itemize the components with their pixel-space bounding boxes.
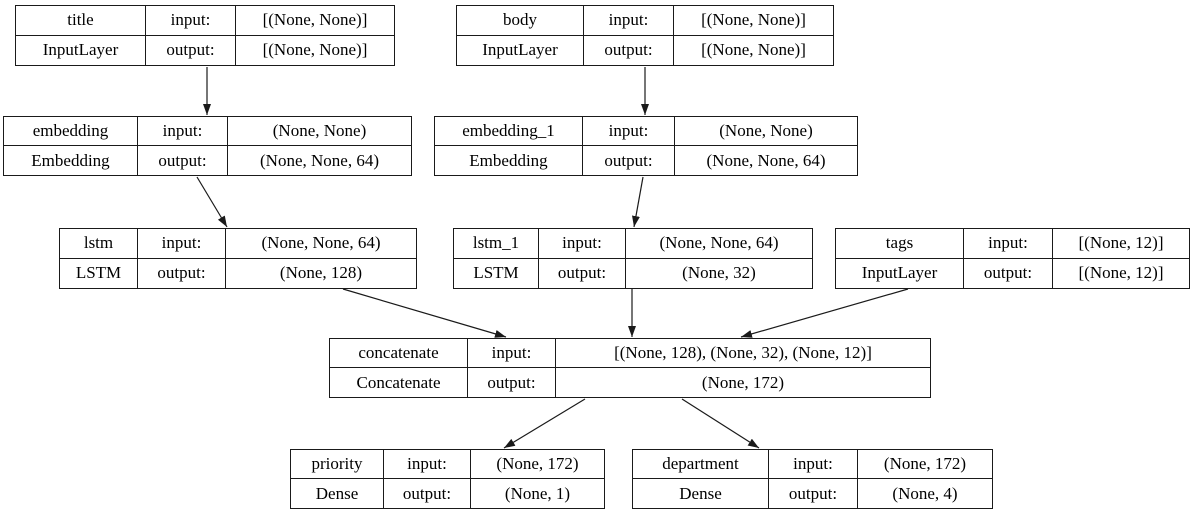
layer-type: LSTM — [60, 258, 138, 288]
layer-type: Embedding — [4, 146, 138, 175]
input-label: input: — [539, 229, 626, 259]
input-shape: (None, None, 64) — [626, 229, 812, 259]
node-title: title input: [(None, None)] InputLayer o… — [15, 5, 395, 66]
layer-type: LSTM — [454, 258, 539, 288]
layer-type: Concatenate — [330, 368, 468, 397]
output-shape: (None, 128) — [279, 263, 363, 283]
input-shape: [(None, 12)] — [1053, 229, 1189, 259]
output-label: output: — [769, 479, 858, 508]
input-shape: (None, None) — [228, 117, 411, 146]
input-label: input: — [138, 117, 228, 146]
output-label: output: — [146, 35, 236, 65]
edge-embedding-lstm — [196, 176, 228, 228]
layer-name: embedding_1 — [435, 117, 583, 146]
node-lstm_1: lstm_1 input: (None, None, 64) LSTM outp… — [453, 228, 813, 289]
output-label: output: — [583, 146, 675, 175]
output-shape: (None, 4) — [892, 483, 958, 503]
output-label: output: — [468, 368, 556, 397]
layer-name: priority — [291, 450, 384, 479]
output-label: output: — [384, 479, 471, 508]
node-concatenate: concatenate input: [(None, 128), (None, … — [329, 338, 931, 398]
layer-name: embedding — [4, 117, 138, 146]
layer-name: title — [16, 6, 146, 36]
node-lstm: lstm input: (None, None, 64) LSTM output… — [59, 228, 417, 289]
input-label: input: — [583, 117, 675, 146]
layer-name: lstm — [60, 229, 138, 259]
output-label: output: — [964, 258, 1053, 288]
edge-concatenate-department — [681, 398, 760, 449]
output-label: output: — [539, 258, 626, 288]
output-label: output: — [584, 35, 674, 65]
output-label: output: — [138, 258, 226, 288]
layer-name: lstm_1 — [454, 229, 539, 259]
output-shape: (None, None, 64) — [260, 150, 379, 170]
edge-lstm-concatenate — [342, 288, 507, 338]
output-label: output: — [138, 146, 228, 175]
node-tags: tags input: [(None, 12)] InputLayer outp… — [835, 228, 1190, 289]
output-shape: (None, 1) — [504, 483, 571, 503]
output-shape: [(None, None)] — [701, 40, 806, 60]
input-label: input: — [384, 450, 471, 479]
output-shape: [(None, None)] — [262, 40, 368, 60]
node-department: department input: (None, 172) Dense outp… — [632, 449, 993, 509]
input-label: input: — [769, 450, 858, 479]
layer-type: InputLayer — [457, 35, 584, 65]
input-shape: (None, None) — [675, 117, 857, 146]
input-label: input: — [964, 229, 1053, 259]
layer-type: Embedding — [435, 146, 583, 175]
input-label: input: — [584, 6, 674, 36]
output-shape: (None, 172) — [701, 372, 785, 392]
edge-tags-concatenate — [740, 288, 909, 338]
layer-name: concatenate — [330, 339, 468, 368]
input-label: input: — [146, 6, 236, 36]
output-shape: (None, None, 64) — [706, 150, 826, 170]
input-label: input: — [138, 229, 226, 259]
input-shape: [(None, 128), (None, 32), (None, 12)] — [556, 339, 930, 368]
edge-concatenate-priority — [503, 398, 586, 449]
input-shape: (None, 172) — [471, 450, 604, 479]
input-shape: [(None, None)] — [236, 6, 394, 36]
node-embedding: embedding input: (None, None) Embedding … — [3, 116, 412, 176]
layer-type: InputLayer — [16, 35, 146, 65]
layer-type: Dense — [291, 479, 384, 508]
input-shape: (None, 172) — [858, 450, 992, 479]
layer-name: department — [633, 450, 769, 479]
input-shape: (None, None, 64) — [226, 229, 416, 259]
node-embedding_1: embedding_1 input: (None, None) Embeddin… — [434, 116, 858, 176]
node-priority: priority input: (None, 172) Dense output… — [290, 449, 605, 509]
input-shape: [(None, None)] — [674, 6, 833, 36]
layer-type: InputLayer — [836, 258, 964, 288]
layer-name: tags — [836, 229, 964, 259]
input-label: input: — [468, 339, 556, 368]
output-shape: (None, 32) — [682, 263, 756, 283]
layer-name: body — [457, 6, 584, 36]
node-body: body input: [(None, None)] InputLayer ou… — [456, 5, 834, 66]
layer-type: Dense — [633, 479, 769, 508]
output-shape: [(None, 12)] — [1078, 263, 1164, 283]
edge-embedding_1-lstm_1 — [632, 176, 644, 228]
